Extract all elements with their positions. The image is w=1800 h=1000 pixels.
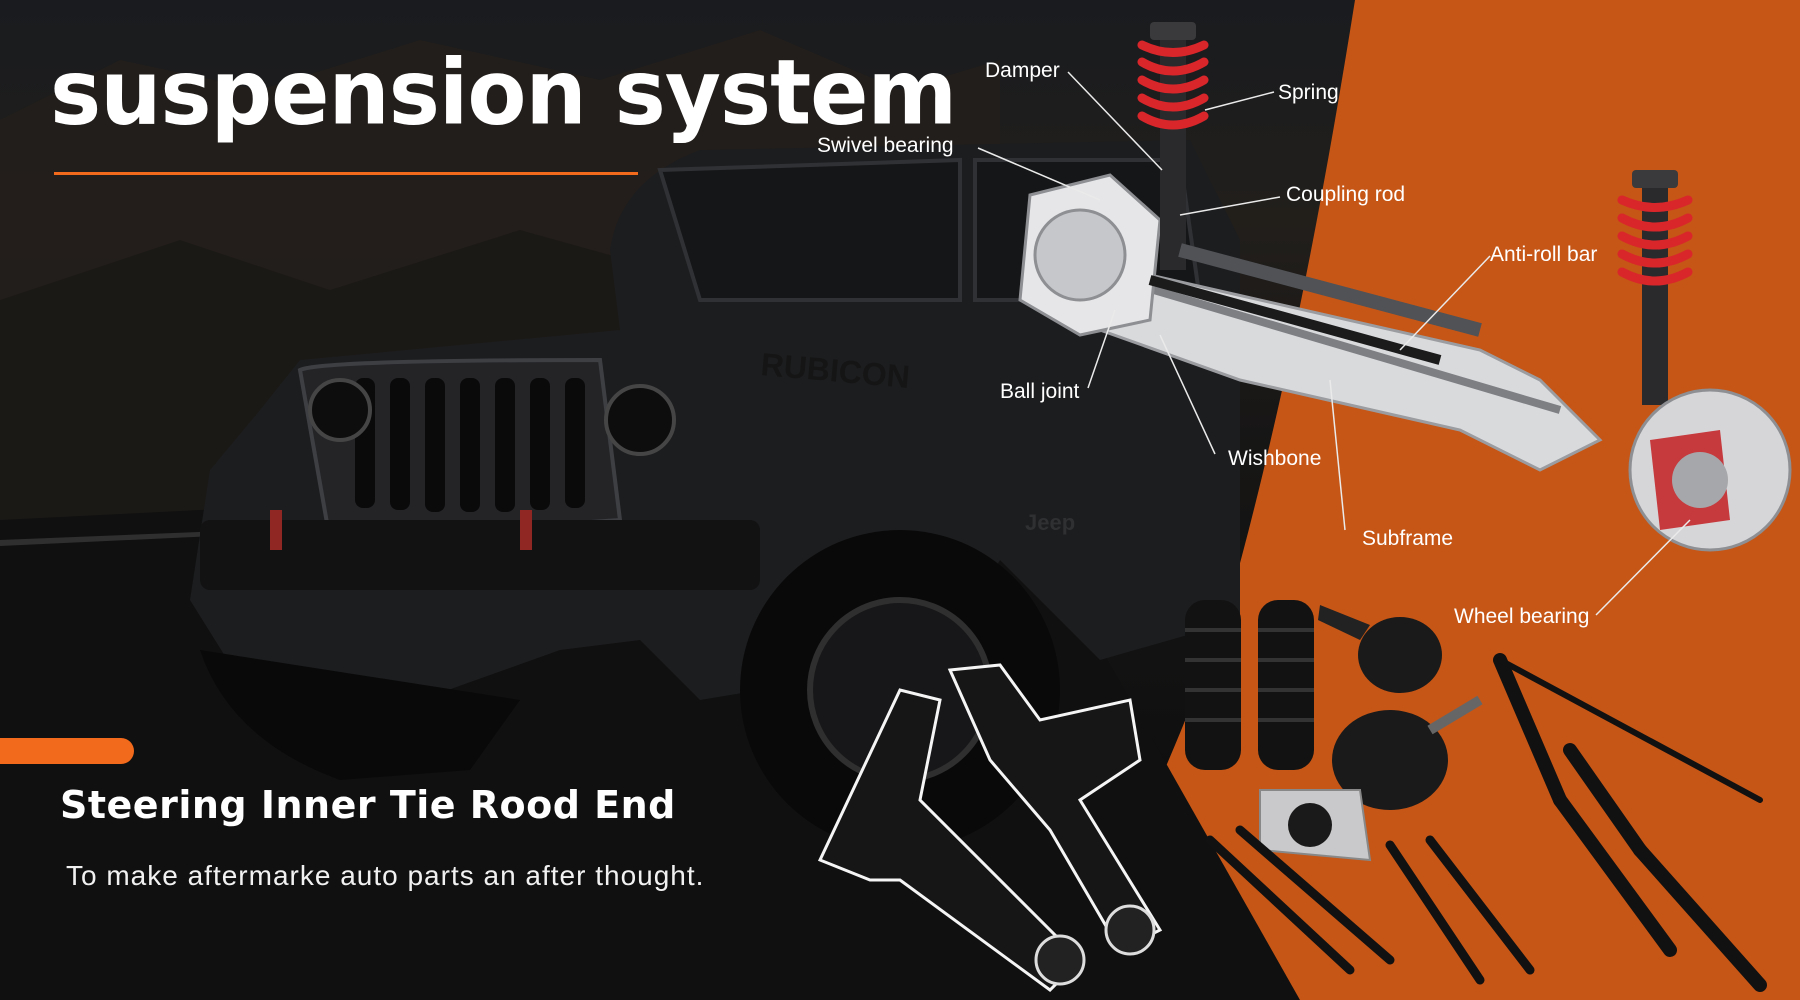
label-wishbone: Wishbone bbox=[1228, 447, 1322, 470]
title-underline bbox=[54, 172, 638, 175]
label-subframe: Subframe bbox=[1362, 527, 1454, 550]
label-wheel-bearing: Wheel bearing bbox=[1454, 605, 1590, 628]
left-wheel bbox=[200, 650, 520, 780]
product-tagline: To make aftermarke auto parts an after t… bbox=[66, 860, 705, 891]
label-spring: Spring bbox=[1278, 81, 1339, 104]
label-anti-roll-bar: Anti-roll bar bbox=[1490, 243, 1598, 266]
right-spring bbox=[1617, 195, 1693, 286]
accent-tab bbox=[0, 738, 134, 764]
control-arm-left bbox=[817, 688, 1086, 992]
anti-roll-bar-part bbox=[1148, 275, 1442, 365]
left-spring bbox=[1137, 40, 1209, 130]
front-bumper bbox=[200, 520, 760, 590]
label-swivel-bearing: Swivel bearing bbox=[817, 134, 954, 157]
ball-joint-2 bbox=[1332, 695, 1483, 810]
bushing-bracket bbox=[1259, 789, 1372, 862]
boot-2 bbox=[1258, 600, 1314, 770]
steering-rack bbox=[1178, 243, 1482, 337]
left-headlight bbox=[308, 378, 372, 442]
control-arm-right bbox=[947, 663, 1163, 956]
jeep-badge: Jeep bbox=[1025, 510, 1075, 535]
ball-joint-1 bbox=[1318, 605, 1442, 693]
label-damper: Damper bbox=[985, 59, 1060, 82]
label-ball-joint: Ball joint bbox=[1000, 380, 1080, 403]
leader-lines bbox=[977, 71, 1691, 616]
right-damper bbox=[1642, 185, 1668, 405]
page-title: suspension system bbox=[50, 40, 957, 146]
windshield bbox=[657, 157, 962, 302]
right-headlight bbox=[604, 384, 676, 456]
label-coupling-rod: Coupling rod bbox=[1286, 183, 1406, 206]
tie-rods bbox=[1205, 653, 1767, 992]
boot-1 bbox=[1185, 600, 1241, 770]
product-heading: Steering Inner Tie Rood End bbox=[60, 783, 676, 827]
left-damper bbox=[1160, 40, 1186, 270]
